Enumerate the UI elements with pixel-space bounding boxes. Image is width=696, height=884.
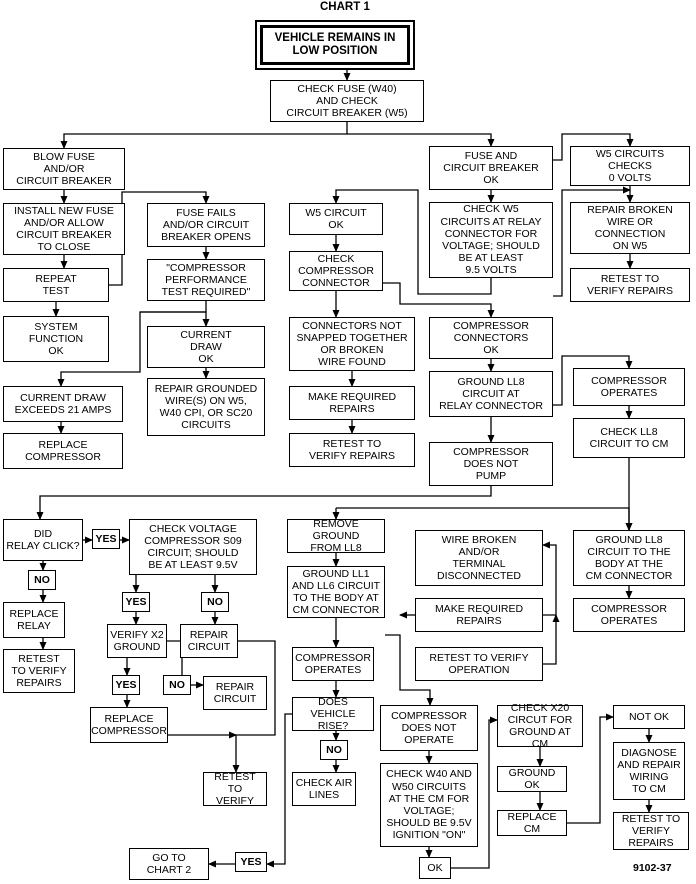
step-ground-ll8-body: GROUND LL8 CIRCUIT TO THE BODY AT THE CM… [573,530,685,586]
connector-11 [140,311,210,327]
step-replace-comp-1: REPLACE COMPRESSOR [3,433,123,469]
step-diagnose-repair: DIAGNOSE AND REPAIR WIRING TO CM [613,742,685,800]
connector-54 [543,614,560,665]
figure-id: 9102-37 [633,862,672,874]
connector-3 [347,133,495,147]
step-ground-ll8-relay: GROUND LL8 CIRCUIT AT RELAY CONNECTOR [429,371,553,417]
step-replace-cm: REPLACE CM [497,810,567,836]
step-ground-ll1: GROUND LL1 AND LL6 CIRCUIT TO THE BODY A… [287,566,385,618]
step-comp-not-operate: COMPRESSOR DOES NOT OPERATE [380,705,478,751]
step-repair-grounded: REPAIR GROUNDED WIRE(S) ON W5, W40 CPI, … [147,378,265,436]
step-perf-test: "COMPRESSOR PERFORMANCE TEST REQUIRED" [147,259,265,301]
connector-46 [232,640,276,773]
connector-10 [57,301,207,387]
step-w5-zero: W5 CIRCUITS CHECKS 0 VOLTS [570,146,690,186]
connector-57 [266,713,292,868]
step-repair-broken-w5: REPAIR BROKEN WIRE OR CONNECTION ON W5 [570,202,690,254]
connector-61 [451,716,498,869]
step-did-relay-click: DID RELAY CLICK? [3,519,83,561]
chart-label: CHART 1 [320,1,370,13]
step-replace-comp-2: REPLACE COMPRESSOR [90,707,168,743]
answer-yes-relay: YES [92,529,120,549]
step-repair-circuit-1: REPAIR CIRCUIT [180,624,238,658]
step-verify-x2: VERIFY X2 GROUND [107,624,167,658]
step-comp-conn-ok: COMPRESSOR CONNECTORS OK [429,317,553,359]
step-make-repairs-1: MAKE REQUIRED REPAIRS [289,386,415,420]
step-current-draw-ok: CURRENT DRAW OK [147,326,265,368]
connector-15 [332,189,492,295]
answer-no-relay: NO [28,570,56,590]
answer-yes-volt: YES [122,592,150,612]
step-check-voltage-s09: CHECK VOLTAGE COMPRESSOR S09 CIRCUIT; SH… [129,519,257,575]
step-retest-1: RETEST TO VERIFY REPAIRS [289,433,415,467]
step-system-ok: SYSTEM FUNCTION OK [3,316,109,362]
connector-17 [383,282,495,318]
connector-64 [567,713,614,824]
answer-yes-rise: YES [235,852,267,872]
step-go-to-chart2: GO TO CHART 2 [129,848,209,880]
step-wire-broken: WIRE BROKEN AND/OR TERMINAL DISCONNECTED [415,530,543,586]
connector-4 [553,133,634,161]
step-make-repairs-2: MAKE REQUIRED REPAIRS [415,598,543,632]
step-fuse-ok: FUSE AND CIRCUIT BREAKER OK [429,146,553,190]
step-ok-final: OK [419,857,451,879]
connector-7 [109,191,210,286]
answer-no-rise: NO [320,740,348,760]
step-check-air-lines: CHECK AIR LINES [292,772,356,806]
answer-yes-x2: YES [112,675,140,695]
chart-title-box: VEHICLE REMAINS IN LOW POSITION [255,20,415,70]
connector-2 [60,122,348,149]
step-retest-verify: RETEST TO VERIFY [203,771,267,807]
answer-no-volt: NO [201,592,229,612]
connector-31 [336,507,633,531]
step-blow-fuse: BLOW FUSE AND/OR CIRCUIT BREAKER [3,148,125,190]
step-check-w5-relay: CHECK W5 CIRCUITS AT RELAY CONNECTOR FOR… [429,202,553,278]
step-retest-operation: RETEST TO VERIFY OPERATION [415,647,543,681]
step-install-fuse: INSTALL NEW FUSE AND/OR ALLOW CIRCUIT BR… [3,203,125,255]
connector-51 [385,634,434,706]
step-replace-relay: REPLACE RELAY [3,602,65,638]
step-remove-ground-ll8: REMOVE GROUND FROM LL8 [287,518,385,554]
step-check-x20: CHECK X20 CIRCUT FOR GROUND AT CM [497,702,583,750]
step-check-w40-w50: CHECK W40 AND W50 CIRCUITS AT THE CM FOR… [380,763,478,847]
step-repeat-test: REPEAT TEST [3,268,109,302]
step-check-comp-conn: CHECK COMPRESSOR CONNECTOR [289,251,383,291]
step-w5-ok: W5 CIRCUIT OK [289,203,383,235]
answer-no-x2: NO [163,675,191,695]
step-conn-not-snapped: CONNECTORS NOT SNAPPED TOGETHER OR BROKE… [289,317,415,371]
step-fuse-fails: FUSE FAILS AND/OR CIRCUIT BREAKER OPENS [147,203,265,247]
step-not-ok: NOT OK [613,705,685,729]
step-ground-ok: GROUND OK [497,766,567,792]
step-comp-operates-2: COMPRESSOR OPERATES [573,598,685,632]
step-repair-circuit-2: REPAIR CIRCUIT [203,676,267,710]
step-check-fuse: CHECK FUSE (W40) AND CHECK CIRCUIT BREAK… [270,80,424,122]
step-comp-no-pump: COMPRESSOR DOES NOT PUMP [429,442,553,486]
connector-21 [553,186,631,297]
step-current-exceeds: CURRENT DRAW EXCEEDS 21 AMPS [3,386,123,422]
step-comp-operates-1: COMPRESSOR OPERATES [573,368,685,406]
step-does-vehicle-rise: DOES VEHICLE RISE? [292,696,374,732]
step-retest-w5: RETEST TO VERIFY REPAIRS [570,268,690,302]
step-check-ll8-cm: CHECK LL8 CIRCUIT TO CM [573,418,685,458]
chart-title: VEHICLE REMAINS IN LOW POSITION [260,25,410,65]
step-retest-relay: RETEST TO VERIFY REPAIRS [3,649,75,693]
connector-53 [542,541,557,616]
step-retest-cm: RETEST TO VERIFY REPAIRS [613,812,689,850]
connector-30 [36,486,492,520]
step-comp-operates-3: COMPRESSOR OPERATES [292,647,374,681]
